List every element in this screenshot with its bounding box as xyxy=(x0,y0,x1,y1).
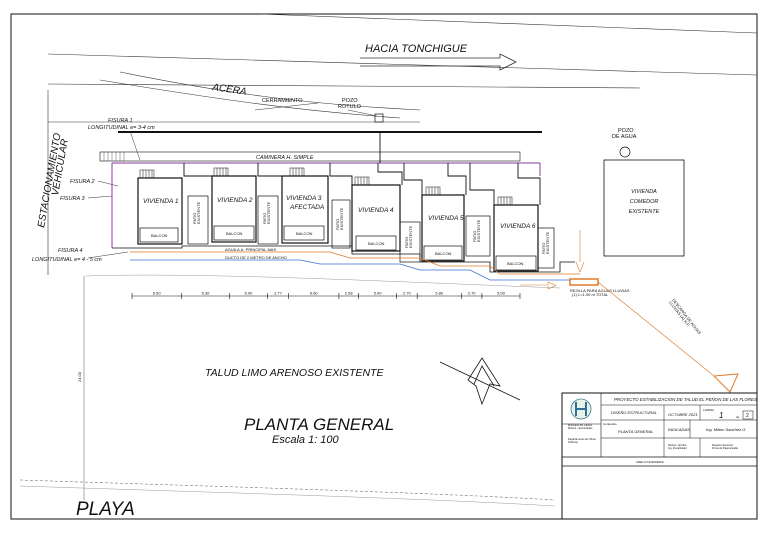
fisura2-label: FISURA 2 xyxy=(70,179,95,185)
descarga-label: DESCARGA DE AGUASLLUVIAS (A) H.F. xyxy=(668,298,702,338)
cerramiento-leader xyxy=(254,102,319,111)
caminera-label: CAMINERA H. SIMPLE xyxy=(256,155,314,161)
duct-line-label: DUCTO DE 2 METRO DE ANCHO xyxy=(225,255,287,260)
dimension-ticks xyxy=(131,293,521,299)
patio-label-1: PATIOEXISTENTE xyxy=(192,201,201,224)
patio-label-4: PATIOEXISTENTE xyxy=(404,225,413,248)
dimension-value: 6.30 xyxy=(202,291,211,296)
direction-arrow xyxy=(360,53,517,71)
descarga-line xyxy=(597,281,715,377)
tb-contents: PLANTA GENERAL xyxy=(618,429,653,434)
tb-firm: ARELA INGENIERIA xyxy=(636,460,664,464)
vivienda-1-label: VIVIENDA 1 xyxy=(143,198,179,205)
dimension-value: 6.50 xyxy=(153,291,162,296)
dimension-value: 2.70 xyxy=(403,291,412,296)
pozo-rotulo-symbol xyxy=(374,113,384,123)
fisura4-label: FISURA 4 xyxy=(58,248,83,254)
pozo-agua-symbol xyxy=(619,146,631,158)
tb-sheet: 1 xyxy=(719,411,723,420)
playa-label: PLAYA xyxy=(76,499,135,520)
dimension-value: 2.77 xyxy=(274,291,283,296)
balconies xyxy=(139,225,537,271)
balcon-label-1: BALCON xyxy=(151,233,168,238)
dimension-value: 2.70 xyxy=(468,291,477,296)
tb-scale: INDICADAS xyxy=(668,427,690,432)
dimension-value: 5.00 xyxy=(374,291,383,296)
dimension-value: 6.60 xyxy=(310,291,319,296)
beach-line xyxy=(19,479,556,501)
patio-label-5: PATIOEXISTENTE xyxy=(472,219,481,242)
rejilla-symbol xyxy=(569,278,599,286)
tb-date: OCTUBRE 2021 xyxy=(668,412,698,417)
sheet-border xyxy=(10,13,758,520)
dimension-value: 5.80 xyxy=(435,291,444,296)
patios xyxy=(187,195,555,269)
balcon-label-5: BALCON xyxy=(435,251,452,256)
lower-boundary xyxy=(112,245,575,273)
tb-sheet-of-label: de xyxy=(736,415,740,419)
caminera xyxy=(99,151,521,162)
dimension-labels: 6.50 6.30 5.00 2.77 6.60 2.58 5.00 2.70 5.80 2.70… xyxy=(153,291,506,296)
north-arrow xyxy=(439,357,521,406)
fisura3-label: FISURA 3 xyxy=(60,196,85,202)
tb-sheet-total: 2 xyxy=(746,413,749,419)
plan-scale: Escala 1: 100 xyxy=(272,434,340,446)
vivienda-6-label: VIVIENDA 6 xyxy=(500,223,536,230)
tb-engineer: Ing. Milton Sanchez G. xyxy=(706,427,746,432)
water-line xyxy=(130,251,580,275)
vivienda-2-label: VIVIENDA 2 xyxy=(217,197,253,204)
road-lines xyxy=(47,13,758,275)
vivienda-5-label: VIVIENDA 5 xyxy=(428,215,464,222)
plan-title: PLANTA GENERAL xyxy=(244,415,394,434)
dimension-value: 5.00 xyxy=(497,291,506,296)
dimension-value: 2.58 xyxy=(345,291,354,296)
water-line-label: AGUA A.A. PRINCIPAL MAS xyxy=(225,247,276,252)
left-dimension-label: 24.00 xyxy=(77,371,82,382)
vivienda-4-label: VIVIENDA 4 xyxy=(358,207,394,214)
title-block xyxy=(561,392,758,520)
fisura4-detail: LONGITUDINAL e= 4 - 5 cm xyxy=(32,257,102,263)
direction-label: HACIA TONCHIGUE xyxy=(365,43,468,55)
balcon-label-3: BALCON xyxy=(296,231,313,236)
balcon-label-6: BALCON xyxy=(507,261,524,266)
tb-discipline: DISEÑO ESTRUCTURAL xyxy=(611,410,657,415)
cerramiento-label: CERRAMIENTO xyxy=(262,98,303,104)
fisura1-label: FISURA 1 xyxy=(108,118,133,124)
tb-sheet-label: LAMINA xyxy=(703,408,714,412)
talud-label: TALUD LIMO ARENOSO EXISTENTE xyxy=(205,367,385,379)
descarga-arrow xyxy=(712,373,739,393)
vivienda-comedor xyxy=(603,159,685,257)
tb-contents-label: Contenido xyxy=(603,422,617,426)
talud-top-line xyxy=(85,274,561,289)
balcon-label-2: BALCON xyxy=(226,231,243,236)
patio-label-6: PATIOEXISTENTE xyxy=(541,231,550,254)
dimension-value: 5.00 xyxy=(245,291,254,296)
rejilla-label: REJILLA PARA AGUAS LLUVIAS(1) L=1.00 m T… xyxy=(570,288,630,297)
balcon-label-4: BALCON xyxy=(368,241,385,246)
stairs xyxy=(139,167,513,206)
patio-label-2: PATIOEXISTENTE xyxy=(262,201,271,224)
acera-label: ACERA xyxy=(211,82,248,98)
duct-line xyxy=(130,259,570,281)
fisura1-detail: LONGITUDINAL e= 3-4 cm xyxy=(88,125,155,131)
tb-project: PROYECTO ESTABILIZACION DE TALUD EL PEÑO… xyxy=(614,397,757,402)
property-outline xyxy=(111,162,541,248)
patio-label-3: PATIOEXISTENTE xyxy=(335,207,344,230)
